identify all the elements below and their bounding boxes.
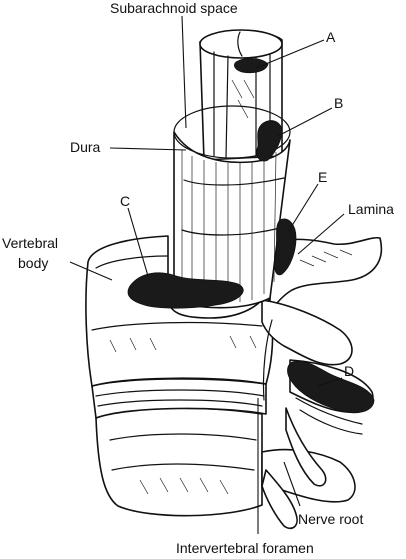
- label-intervertebral-foramen: Intervertebral foramen: [176, 540, 314, 556]
- lesion-a: [234, 58, 269, 74]
- dura-tube: [173, 105, 291, 309]
- label-vertebral-body-line1: Vertebral: [2, 235, 58, 251]
- lower-vertebra: [95, 407, 356, 530]
- lesion-c: [127, 272, 244, 309]
- label-a: A: [326, 29, 336, 45]
- lesion-e: [274, 218, 297, 276]
- lesion-b: [256, 120, 283, 162]
- label-vertebral-body-line2: body: [18, 255, 48, 271]
- label-e: E: [318, 169, 327, 185]
- lesion-d: [287, 360, 375, 414]
- label-subarachnoid-space: Subarachnoid space: [110, 0, 238, 16]
- label-d: D: [344, 363, 354, 379]
- label-lamina: Lamina: [348, 201, 394, 217]
- label-b: B: [334, 95, 343, 111]
- leader-lines: [69, 15, 345, 534]
- label-dura: Dura: [70, 139, 101, 155]
- label-nerve-root: Nerve root: [298, 511, 363, 527]
- label-c: C: [120, 193, 130, 209]
